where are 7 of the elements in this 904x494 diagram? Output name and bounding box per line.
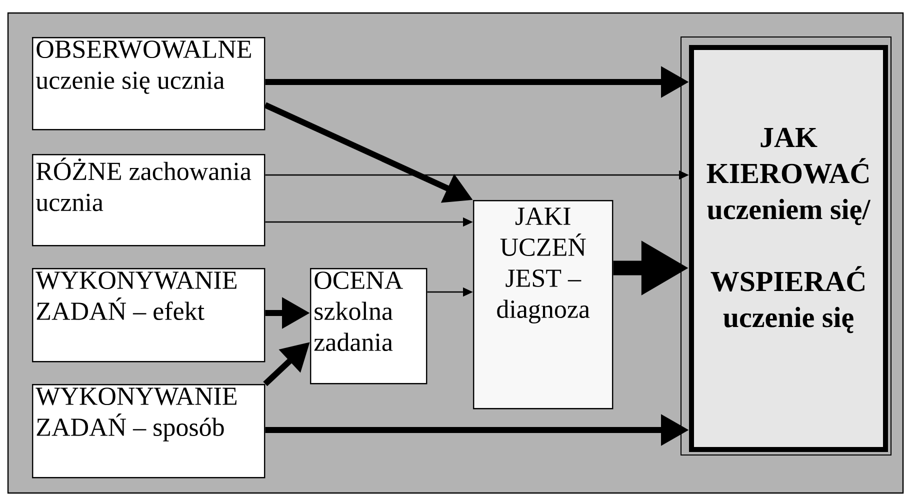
diagnosis-box: JAKI UCZEŃ JEST – diagnoza (473, 200, 614, 410)
process-box: WYKONYWANIE ZADAŃ – efekt (32, 268, 266, 362)
goal-box: JAK KIEROWAĆ uczeniem się/ WSPIERAĆ uczenie się (680, 36, 892, 456)
process-box: RÓŻNE zachowania ucznia (32, 154, 266, 246)
process-box: OCENA szkolna zadania (310, 268, 428, 384)
process-box: OBSERWOWALNE uczenie się ucznia (32, 37, 266, 130)
process-box: WYKONYWANIE ZADAŃ – sposób (32, 384, 266, 478)
